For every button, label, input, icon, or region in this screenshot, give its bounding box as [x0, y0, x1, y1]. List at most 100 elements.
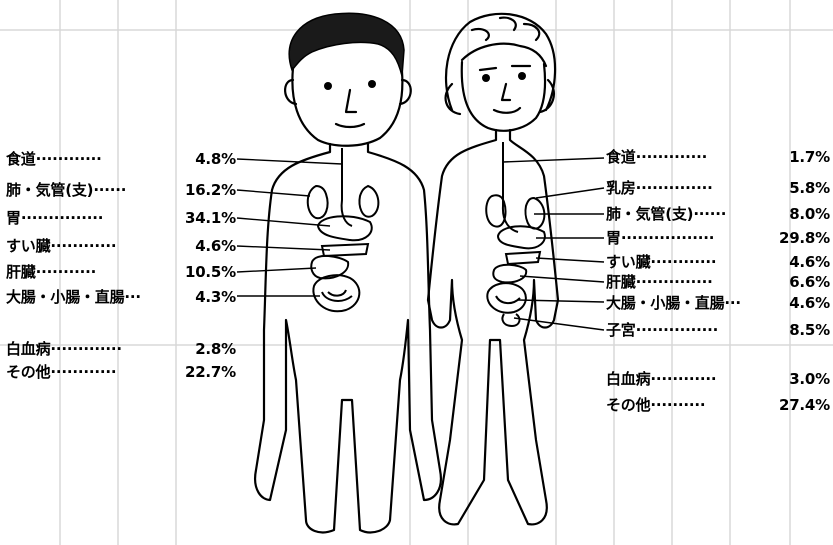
organ-name: 食道	[606, 148, 636, 166]
female-pct-stomach: 29.8%	[760, 229, 830, 247]
dot-leader: ··········	[650, 396, 705, 414]
dot-leader: ···	[724, 294, 741, 312]
female-label-row: 乳房··············	[606, 179, 713, 197]
female-figure	[428, 14, 604, 525]
dot-leader: ············	[50, 363, 116, 381]
organ-name: 大腸・小腸・直腸	[6, 288, 124, 306]
male-esophagus	[342, 148, 352, 226]
female-leader-intestines	[518, 300, 604, 302]
dot-leader: ···············	[636, 321, 718, 339]
organ-name: 肺・気管(支)	[606, 205, 693, 223]
female-pancreas	[506, 252, 540, 264]
dot-leader: ···	[124, 288, 141, 306]
female-leader-esophagus	[503, 158, 604, 162]
male-mouth	[336, 124, 364, 127]
male-label-row: 肝臓···········	[6, 263, 96, 281]
female-nose	[502, 84, 510, 100]
male-pct-esophagus: 4.8%	[160, 150, 236, 168]
female-pct-lung: 8.0%	[760, 205, 830, 223]
female-body-outline	[428, 130, 558, 524]
male-label-row: すい臓············	[6, 237, 116, 255]
dot-leader: ······	[693, 205, 726, 223]
female-label-row: その他··········	[606, 396, 705, 414]
organ-name: 食道	[6, 150, 36, 168]
female-pct-intestines: 4.6%	[760, 294, 830, 312]
female-leader-liver	[520, 276, 604, 282]
male-leader-stomach	[237, 218, 330, 226]
organ-name: 白血病	[606, 370, 650, 388]
organ-name: 肝臓	[606, 273, 636, 291]
female-mouth	[494, 108, 520, 113]
dot-leader: ············	[650, 370, 716, 388]
male-leader-esophagus	[237, 159, 342, 164]
female-liver	[493, 265, 526, 283]
male-intestines	[313, 275, 359, 311]
female-label-row: 肝臓··············	[606, 273, 713, 291]
female-pct-leukemia: 3.0%	[760, 370, 830, 388]
dot-leader: ···········	[36, 263, 96, 281]
dot-leader: ··············	[636, 179, 713, 197]
male-label-row: 大腸・小腸・直腸···	[6, 288, 141, 306]
male-eye-left	[324, 82, 332, 90]
dot-leader: ·············	[636, 148, 707, 166]
female-pct-liver: 6.6%	[760, 273, 830, 291]
male-lung-right	[360, 186, 379, 217]
male-hair	[289, 13, 404, 76]
female-intestines	[487, 283, 526, 313]
dot-leader: ···············	[21, 209, 103, 227]
organ-name: 乳房	[606, 179, 636, 197]
organ-name: 胃	[6, 209, 21, 227]
female-pct-breast: 5.8%	[760, 179, 830, 197]
dot-leader: ·················	[621, 229, 714, 247]
female-eyebrows	[480, 66, 530, 70]
dot-leader: ······	[93, 181, 126, 199]
female-label-row: 子宮···············	[606, 321, 718, 339]
dot-leader: ············	[650, 253, 716, 271]
male-label-row: 肺・気管(支)······	[6, 181, 126, 199]
organ-name: 大腸・小腸・直腸	[606, 294, 724, 312]
organ-name: すい臓	[6, 237, 50, 255]
male-leader-lung	[237, 190, 310, 196]
female-stomach	[498, 226, 545, 248]
female-label-row: 白血病············	[606, 370, 716, 388]
female-label-row: 胃·················	[606, 229, 714, 247]
organ-name: 肝臓	[6, 263, 36, 281]
dot-leader: ············	[50, 237, 116, 255]
organ-name: その他	[606, 396, 650, 414]
male-body-outline	[255, 144, 441, 532]
male-pct-lung: 16.2%	[160, 181, 236, 199]
male-nose	[346, 90, 356, 112]
female-uterus	[502, 314, 519, 326]
organ-name: その他	[6, 363, 50, 381]
dot-leader: ··············	[636, 273, 713, 291]
male-label-row: その他············	[6, 363, 116, 381]
male-label-row: 胃···············	[6, 209, 103, 227]
male-pct-pancreas: 4.6%	[160, 237, 236, 255]
male-pct-stomach: 34.1%	[160, 209, 236, 227]
organ-name: 胃	[606, 229, 621, 247]
male-pct-other: 22.7%	[160, 363, 236, 381]
male-pct-leukemia: 2.8%	[160, 340, 236, 358]
dot-leader: ············	[36, 150, 102, 168]
male-label-row: 白血病·············	[6, 340, 122, 358]
female-eye-left	[482, 74, 490, 82]
male-lung-left	[308, 186, 328, 218]
female-eye-right	[518, 72, 526, 80]
male-label-row: 食道············	[6, 150, 102, 168]
organ-name: すい臓	[606, 253, 650, 271]
organ-name: 肺・気管(支)	[6, 181, 93, 199]
dot-leader: ·············	[50, 340, 121, 358]
female-pct-esophagus: 1.7%	[760, 148, 830, 166]
organ-name: 子宮	[606, 321, 636, 339]
female-leader-pancreas	[536, 258, 604, 262]
female-label-row: 大腸・小腸・直腸···	[606, 294, 741, 312]
male-pct-intestines: 4.3%	[160, 288, 236, 306]
female-pct-uterus: 8.5%	[760, 321, 830, 339]
male-leader-liver	[237, 268, 316, 272]
female-label-row: 食道·············	[606, 148, 707, 166]
male-pct-liver: 10.5%	[160, 263, 236, 281]
male-leader-pancreas	[237, 246, 330, 250]
female-label-row: すい臓············	[606, 253, 716, 271]
female-label-row: 肺・気管(支)······	[606, 205, 726, 223]
